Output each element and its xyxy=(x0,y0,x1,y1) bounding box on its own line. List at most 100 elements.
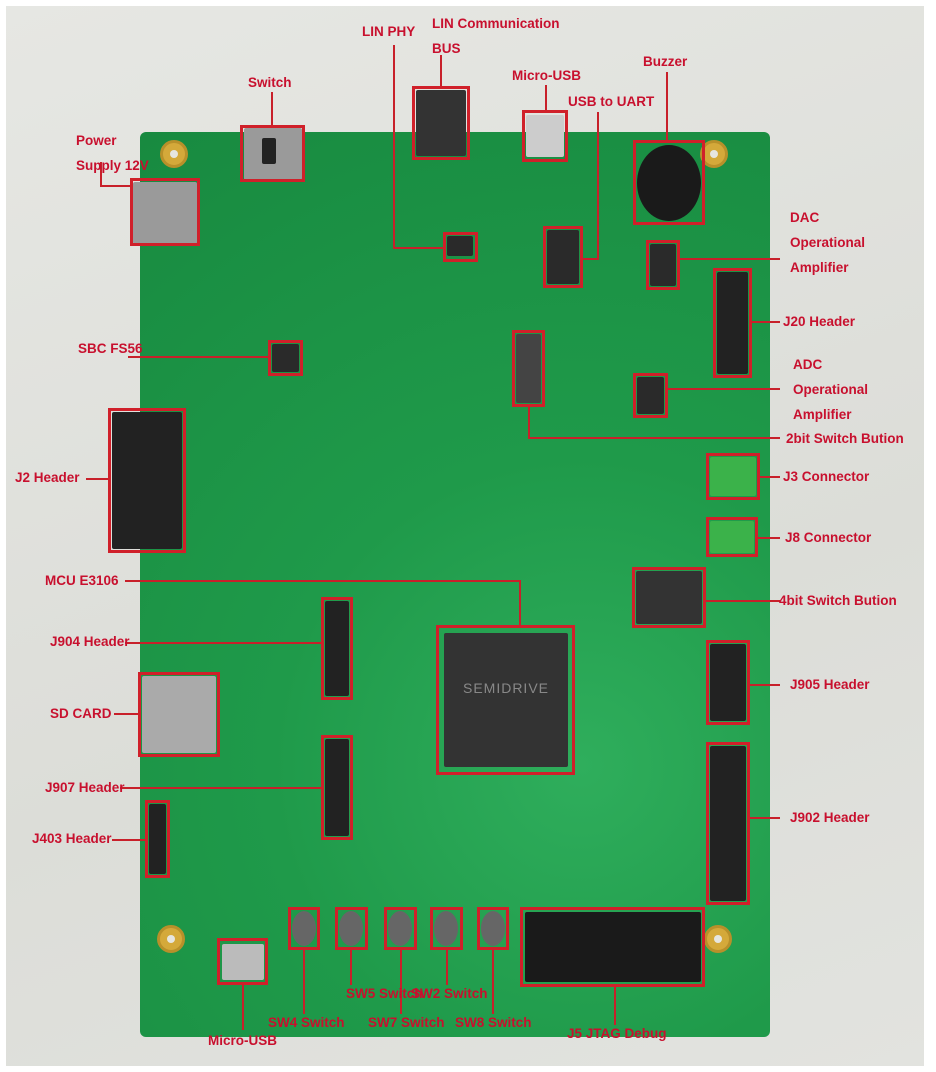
label-j3: J3 Connector xyxy=(783,469,870,484)
label-j8: J8 Connector xyxy=(785,530,872,545)
leader-line xyxy=(128,356,268,358)
leader-line xyxy=(597,112,599,259)
usb-connector xyxy=(526,115,564,157)
label-buzzer: Buzzer xyxy=(643,54,688,69)
switch-knob xyxy=(262,138,276,164)
leader-line xyxy=(120,787,321,789)
box-j5 xyxy=(520,907,705,987)
j8-terminal xyxy=(710,521,754,553)
leader-line xyxy=(752,321,780,323)
label-2bit: 2bit Switch Bution xyxy=(786,431,904,446)
lin-phy-chip xyxy=(447,236,473,256)
leader-line xyxy=(440,55,442,86)
leader-line xyxy=(528,407,530,439)
label-dac: DAC Operational Amplifier xyxy=(790,210,866,275)
mcu-chip-logo: SEMIDRIVE xyxy=(444,633,568,767)
leader-line xyxy=(668,388,780,390)
dip-4bit xyxy=(636,571,702,624)
box-2bit xyxy=(512,330,545,407)
buzzer-component xyxy=(637,145,701,221)
leader-line xyxy=(393,45,395,248)
box-j904 xyxy=(321,597,353,700)
leader-line xyxy=(271,92,273,125)
leader-line xyxy=(112,839,145,841)
label-switch: Switch xyxy=(248,75,292,90)
label-j902: J902 Header xyxy=(790,810,870,825)
leader-line xyxy=(492,950,494,1014)
label-micro-usb-top: Micro-USB xyxy=(512,68,582,83)
leader-line xyxy=(393,247,443,249)
adc-chip xyxy=(637,377,664,414)
label-sdcard: SD CARD xyxy=(50,706,112,721)
label-usb-uart: USB to UART xyxy=(568,94,655,109)
button-sw8 xyxy=(481,911,505,946)
label-j5: J5 JTAG Debug xyxy=(567,1026,667,1041)
button-sw5 xyxy=(339,911,363,946)
leader-line xyxy=(528,437,780,439)
box-4bit xyxy=(632,567,706,628)
label-sbc: SBC FS56 xyxy=(78,341,143,356)
leader-line xyxy=(666,72,668,140)
box-sw7 xyxy=(384,907,417,950)
box-j2 xyxy=(108,408,186,553)
mounting-hole xyxy=(704,925,732,953)
label-j904: J904 Header xyxy=(50,634,130,649)
box-j905 xyxy=(706,640,750,725)
leader-line xyxy=(100,185,130,187)
label-mcu: MCU E3106 xyxy=(45,573,119,588)
leader-line xyxy=(125,642,321,644)
label-power-supply: Power Supply 12V xyxy=(76,133,149,173)
label-j20: J20 Header xyxy=(783,314,856,329)
box-adc xyxy=(633,373,668,418)
j907-pins xyxy=(325,739,349,836)
mounting-hole xyxy=(157,925,185,953)
leader-line xyxy=(100,162,102,186)
j2-pins xyxy=(112,412,182,549)
label-j907: J907 Header xyxy=(45,780,125,795)
box-lin-phy xyxy=(443,232,478,262)
label-j403: J403 Header xyxy=(32,831,112,846)
leader-line xyxy=(760,476,780,478)
box-sw5 xyxy=(335,907,368,950)
leader-line xyxy=(114,713,138,715)
label-sw7: SW7 Switch xyxy=(368,1015,445,1030)
label-lin-phy: LIN PHY xyxy=(362,24,416,39)
label-lin-bus: LIN Communication BUS xyxy=(432,16,560,56)
label-4bit: 4bit Switch Bution xyxy=(779,593,897,608)
box-micro-usb-top xyxy=(522,110,568,162)
j905-pins xyxy=(710,644,746,721)
dip-2bit xyxy=(516,334,541,403)
leader-line xyxy=(758,537,780,539)
box-power xyxy=(130,178,200,246)
power-jack xyxy=(133,182,197,244)
box-dac xyxy=(646,240,680,290)
button-sw7 xyxy=(388,911,412,946)
label-j905: J905 Header xyxy=(790,677,870,692)
leader-line xyxy=(350,950,352,985)
leader-line xyxy=(706,600,780,602)
box-j3 xyxy=(706,453,760,500)
label-adc: ADC Operational Amplifier xyxy=(793,357,869,422)
label-j2: J2 Header xyxy=(15,470,80,485)
box-j403 xyxy=(145,800,170,878)
j20-pins xyxy=(717,272,748,374)
j3-terminal xyxy=(710,457,756,496)
leader-line xyxy=(519,580,521,625)
usb-connector-bottom xyxy=(222,944,264,980)
box-sbc xyxy=(268,340,303,376)
sbc-chip xyxy=(272,344,299,372)
dac-chip xyxy=(650,244,676,286)
leader-line xyxy=(680,258,780,260)
box-buzzer xyxy=(633,140,705,225)
jtag-connector xyxy=(525,912,701,982)
box-micro-usb-bottom xyxy=(217,938,268,985)
label-micro-usb-bottom: Micro-USB xyxy=(208,1033,278,1048)
box-j907 xyxy=(321,735,353,840)
leader-line xyxy=(242,985,244,1030)
box-usb-uart xyxy=(543,226,583,288)
leader-line xyxy=(583,258,599,260)
label-sw4: SW4 Switch xyxy=(268,1015,345,1030)
j403-pins xyxy=(149,804,166,874)
box-sdcard xyxy=(138,672,220,757)
box-switch xyxy=(240,125,305,182)
